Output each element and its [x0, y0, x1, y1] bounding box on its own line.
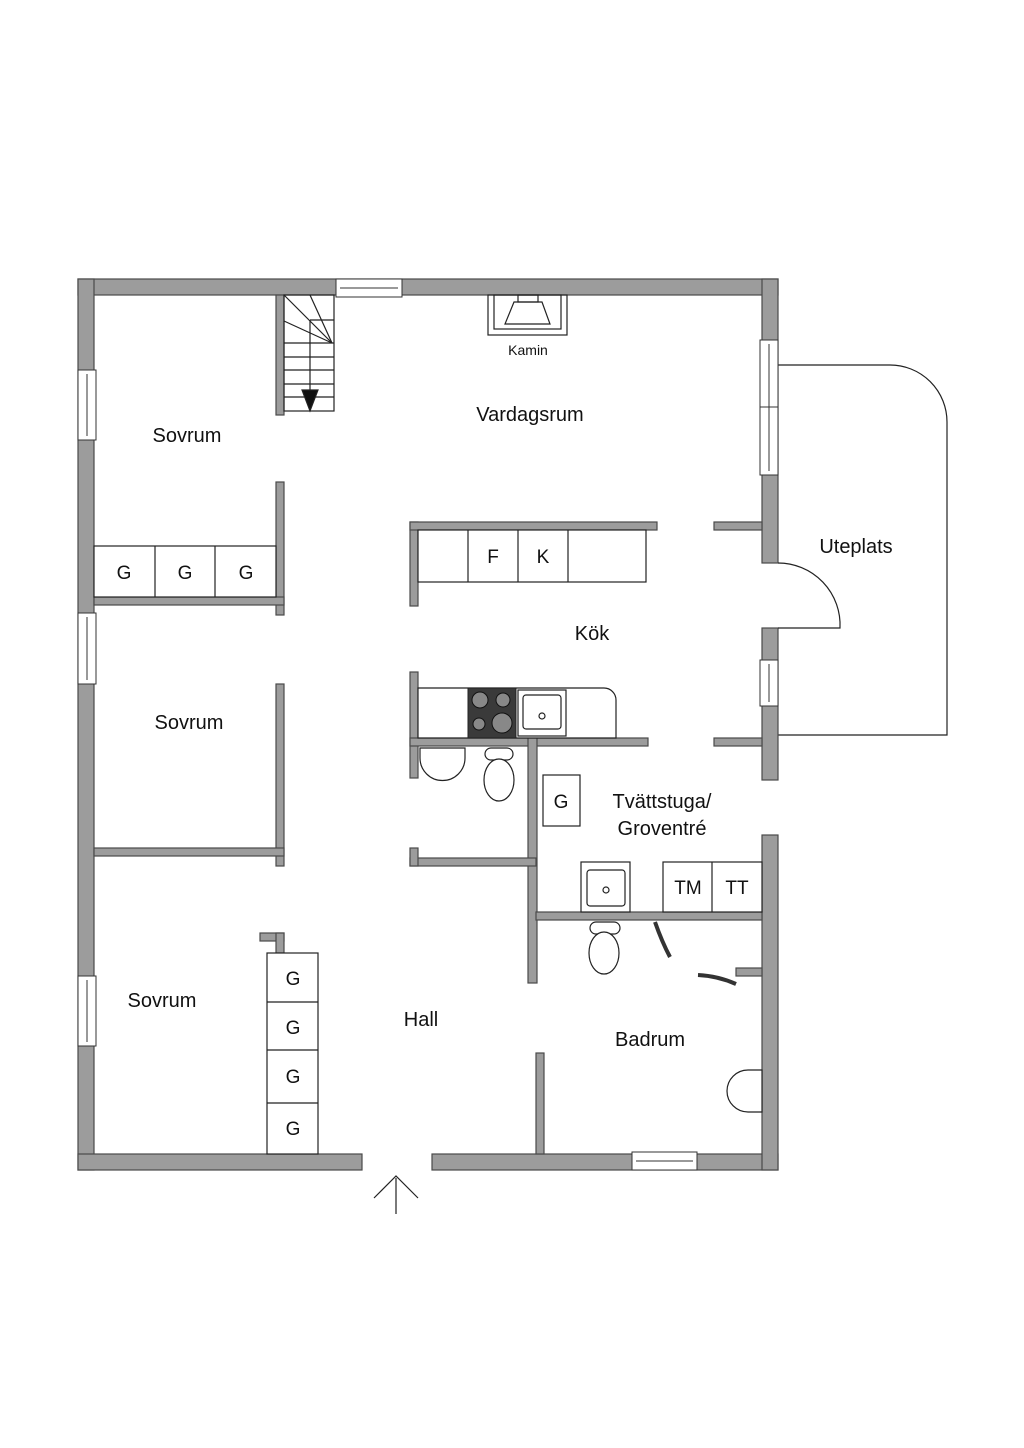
- bathroom-washbasin: [726, 1069, 763, 1113]
- room-label-tvattstuga: Tvättstuga/: [613, 791, 712, 813]
- patio-door[interactable]: [777, 562, 841, 629]
- inner-walls: [93, 294, 763, 1155]
- bathroom-toilet: [588, 921, 621, 975]
- wc-washbasin: [419, 747, 466, 782]
- label-kamin: Kamin: [508, 342, 548, 358]
- staircase: [283, 294, 335, 413]
- room-label-hall: Hall: [404, 1009, 438, 1031]
- terrace-outline: [778, 364, 948, 736]
- wardrobes-hall: [266, 952, 319, 1155]
- entrance-arrow-icon: [373, 1175, 419, 1214]
- freezer-label: K: [537, 547, 550, 568]
- laundry-wardrobe: [542, 774, 581, 827]
- wardrobe-label: G: [286, 1018, 301, 1039]
- wc-toilet: [483, 747, 515, 802]
- wardrobe-label: G: [286, 1067, 301, 1088]
- room-label-sovrum-1: Sovrum: [153, 425, 222, 447]
- washer-dryer: [662, 861, 763, 913]
- wardrobes-bedroom: [93, 545, 277, 598]
- wardrobe-label: G: [239, 563, 254, 584]
- kitchen-counter: [417, 687, 617, 739]
- dryer-label: TT: [725, 878, 749, 899]
- wardrobe-label: G: [117, 563, 132, 584]
- shower-screen-2: [697, 973, 737, 986]
- wardrobe-label: G: [286, 1119, 301, 1140]
- room-label-vardagsrum: Vardagsrum: [476, 404, 583, 426]
- stair-down-arrow-icon: [301, 389, 319, 413]
- kitchen-sink: [517, 689, 567, 737]
- room-label-kok: Kök: [575, 623, 610, 645]
- fridge-label: F: [487, 547, 499, 568]
- wardrobe-label: G: [286, 969, 301, 990]
- room-label-badrum: Badrum: [615, 1029, 685, 1051]
- stove: [467, 687, 517, 739]
- room-label-uteplats: Uteplats: [819, 536, 892, 558]
- room-label-sovrum-3: Sovrum: [128, 990, 197, 1012]
- laundry-sink: [580, 861, 631, 913]
- fireplace: [487, 294, 568, 336]
- kitchen-cabinets: [417, 529, 647, 583]
- wardrobe-label: G: [178, 563, 193, 584]
- shower-screen: [653, 921, 672, 958]
- windows: [77, 278, 779, 1171]
- washer-label: TM: [674, 878, 701, 899]
- room-label-groventre: Groventré: [618, 818, 707, 840]
- room-label-sovrum-2: Sovrum: [155, 712, 224, 734]
- wardrobe-label: G: [554, 792, 569, 813]
